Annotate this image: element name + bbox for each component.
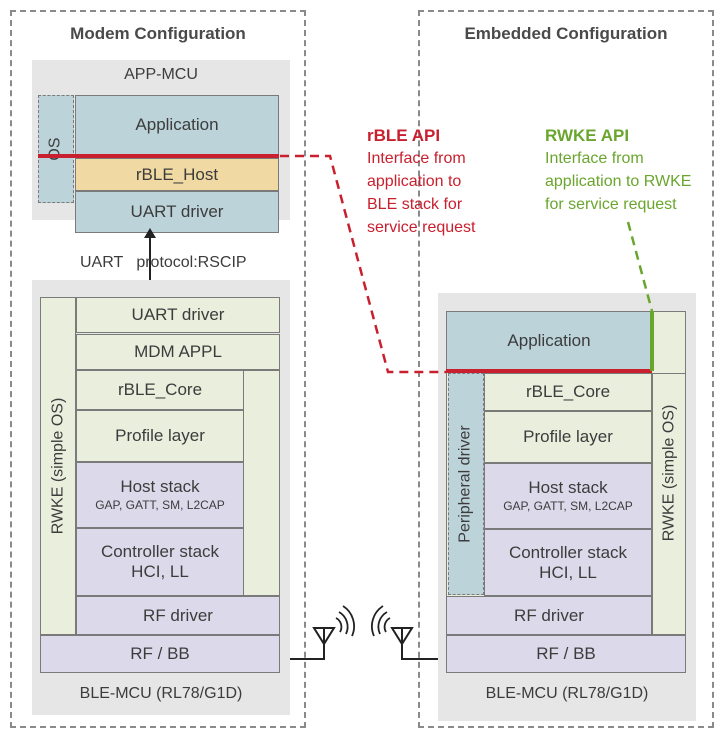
mdm-appl-label: MDM APPL [134,342,222,362]
modem-controller-stack-sublabel: HCI, LL [131,562,189,581]
modem-rble-api-bar [38,154,279,158]
rwke-api-line: application to RWKE [545,173,692,190]
uart-protocol-label: UART protocol:RSCIP [80,254,247,271]
modem-application-label: Application [135,115,219,135]
rble-api-leader-line [280,154,446,374]
embedded-config-boundary [418,10,714,728]
rble-api-line: Interface from [367,150,466,167]
embedded-antenna-icon [371,605,438,660]
embedded-host-stack-block: Host stack GAP, GATT, SM, L2CAP [484,463,652,529]
embedded-rwke-block [652,373,686,635]
rble-host-label: rBLE_Host [135,164,219,184]
rwke-api-leader-line [626,221,654,312]
modem-rble-core-label: rBLE_Core [117,380,203,400]
rwke-api-line: for service request [545,196,677,213]
embedded-controller-stack-label: Controller stack [508,542,628,562]
modem-controller-stack-label: Controller stack [100,542,220,562]
rble-api-annotation: rBLE API Interface from application to B… [367,124,497,239]
embedded-config-title: Embedded Configuration [464,24,668,43]
modem-config-title: Modem Configuration [70,24,246,43]
rble-api-line: application to [367,173,462,190]
modem-host-stack-block: Host stack GAP, GATT, SM, L2CAP [76,462,244,528]
modem-rble-core-block: rBLE_Core [76,370,244,410]
modem-profile-layer-label: Profile layer [115,426,205,446]
modem-rf-driver-label: RF driver [143,605,213,625]
embedded-profile-layer-label: Profile layer [523,427,613,447]
modem-rf-driver-block: RF driver [76,596,280,635]
modem-rf-bb-label: RF / BB [130,644,190,664]
embedded-rf-driver-block: RF driver [446,596,652,635]
modem-host-stack-label: Host stack [120,477,200,497]
modem-ble-uart-driver-label: UART driver [131,305,225,325]
embedded-host-stack-label: Host stack [528,478,608,498]
embedded-host-stack-sublabel: GAP, GATT, SM, L2CAP [503,498,633,513]
embedded-rble-api-bar [446,369,652,373]
rwke-api-title: RWKE API [545,126,630,145]
os-block [38,95,74,203]
modem-app-uart-driver-block: UART driver [75,191,279,233]
modem-host-stack-sublabel: GAP, GATT, SM, L2CAP [95,497,225,512]
embedded-application-block: Application [446,311,652,371]
app-mcu-label: APP-MCU [124,66,198,83]
embedded-profile-layer-block: Profile layer [484,411,652,463]
modem-ble-uart-driver-block: UART driver [76,297,280,333]
rble-host-block: rBLE_Host [75,158,279,191]
peripheral-driver-block [448,373,484,595]
modem-profile-layer-block: Profile layer [76,410,244,462]
embedded-rwke-api-bar [650,311,654,371]
modem-application-block: Application [75,95,279,155]
mdm-appl-block: MDM APPL [76,334,280,370]
modem-controller-stack-block: Controller stack HCI, LL [76,528,244,596]
rble-api-title: rBLE API [367,126,441,145]
modem-rf-bb-block: RF / BB [40,635,280,673]
rble-api-line: BLE stack for [367,196,463,213]
modem-rwke-block [40,297,76,635]
modem-ble-mcu-label: BLE-MCU (RL78/G1D) [79,685,243,702]
embedded-rf-bb-label: RF / BB [536,644,596,664]
rwke-api-line: Interface from [545,150,644,167]
rble-api-line: service request [367,219,476,236]
embedded-ble-mcu-label: BLE-MCU (RL78/G1D) [485,685,649,702]
embedded-controller-stack-sublabel: HCI, LL [539,562,597,582]
embedded-rble-core-label: rBLE_Core [525,382,611,402]
embedded-rf-bb-block: RF / BB [446,635,686,673]
embedded-application-label: Application [507,331,591,351]
rwke-api-annotation: RWKE API Interface from application to R… [545,124,715,216]
embedded-controller-stack-block: Controller stack HCI, LL [484,529,652,596]
modem-antenna-icon [290,605,355,660]
embedded-rble-core-block: rBLE_Core [484,373,652,411]
embedded-rf-driver-label: RF driver [514,605,584,625]
modem-config-boundary [10,10,306,728]
modem-app-uart-driver-label: UART driver [130,202,224,222]
